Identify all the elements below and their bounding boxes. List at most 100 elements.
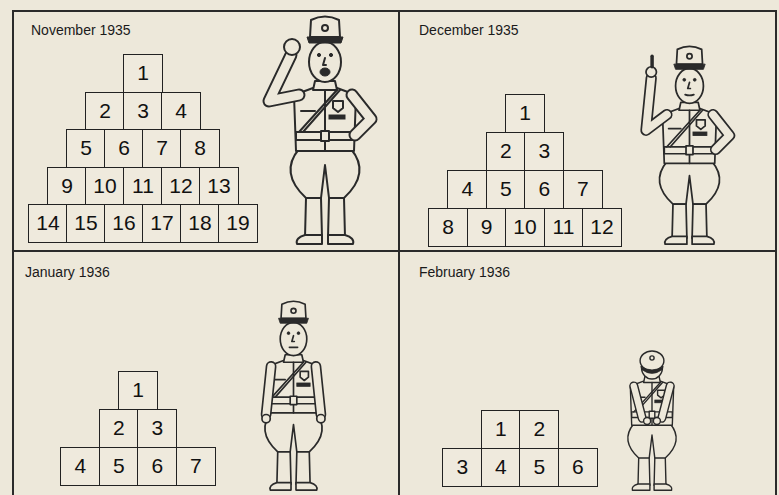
pyramid-number: 3 <box>443 449 481 486</box>
pyramid-number: 4 <box>482 449 520 486</box>
pyramid-number: 4 <box>61 448 99 485</box>
number-box: 4 <box>60 447 100 487</box>
pyramid-number: 3 <box>525 133 563 170</box>
pyramid-number: 12 <box>583 209 621 246</box>
number-box: 16 <box>104 204 144 243</box>
pyramid-number: 5 <box>520 449 558 486</box>
number-box: 13 <box>199 167 239 206</box>
month-panel: February 1936 12 3456 <box>398 250 777 495</box>
pyramid-number: 18 <box>181 205 219 241</box>
number-box: 2 <box>519 410 559 450</box>
pyramid-number: 6 <box>559 449 597 486</box>
number-box: 14 <box>28 204 68 243</box>
number-box: 4 <box>161 92 201 131</box>
pyramid-number: 7 <box>564 171 602 208</box>
pyramid-number: 11 <box>545 209 583 246</box>
pyramid-number: 9 <box>48 168 86 204</box>
pyramid-number: 11 <box>124 168 162 204</box>
number-box: 11 <box>544 208 584 248</box>
pyramid-number: 10 <box>506 209 544 246</box>
number-box: 7 <box>176 447 216 487</box>
number-box: 18 <box>180 204 220 243</box>
number-box: 5 <box>99 447 139 487</box>
number-box: 11 <box>123 167 163 206</box>
number-box: 2 <box>85 92 125 131</box>
month-panel: December 1935123456789101112 <box>398 10 777 252</box>
pyramid-number: 15 <box>67 205 105 241</box>
pyramid-number: 4 <box>162 93 200 129</box>
pyramid-number: 9 <box>468 209 506 246</box>
pyramid-number: 16 <box>105 205 143 241</box>
number-box: 7 <box>142 129 182 168</box>
number-box: 15 <box>66 204 106 243</box>
pyramid-number: 12 <box>162 168 200 204</box>
number-box: 9 <box>467 208 507 248</box>
pyramid-number: 5 <box>487 171 525 208</box>
number-box: 6 <box>524 170 564 210</box>
number-box: 19 <box>218 204 258 243</box>
pyramid-number: 1 <box>124 55 162 91</box>
shouting-soldier <box>269 17 371 245</box>
number-box: 6 <box>558 448 598 488</box>
pyramid-number: 6 <box>525 171 563 208</box>
number-box: 6 <box>137 447 177 487</box>
number-box: 7 <box>563 170 603 210</box>
bowing-soldier <box>628 351 676 490</box>
lecturing-soldier <box>646 46 730 244</box>
number-box: 5 <box>486 170 526 210</box>
number-box: 10 <box>85 167 125 206</box>
number-box: 5 <box>519 448 559 488</box>
pyramid-number: 14 <box>29 205 67 241</box>
month-heading: November 1935 <box>31 22 131 38</box>
month-panel: November 1935123456789101112131415161718… <box>12 10 400 252</box>
standing-soldier <box>262 301 325 490</box>
pyramid-number: 2 <box>487 133 525 170</box>
pyramid-number: 1 <box>119 372 157 409</box>
number-box: 17 <box>142 204 182 243</box>
pyramid-number: 1 <box>482 411 520 448</box>
number-box: 6 <box>104 129 144 168</box>
pyramid-number: 10 <box>86 168 124 204</box>
pyramid-number: 2 <box>86 93 124 129</box>
number-box: 4 <box>447 170 487 210</box>
number-box: 8 <box>428 208 468 248</box>
number-box: 1 <box>481 410 521 450</box>
number-box: 2 <box>486 132 526 172</box>
pyramid-number: 17 <box>143 205 181 241</box>
month-panel: January 1936 123 4567 <box>12 250 400 495</box>
number-box: 10 <box>505 208 545 248</box>
number-box: 2 <box>99 409 139 449</box>
pyramid-number: 5 <box>100 448 138 485</box>
number-box: 1 <box>505 94 545 134</box>
number-box: 3 <box>137 409 177 449</box>
pyramid-number: 4 <box>448 171 486 208</box>
pyramid-number: 8 <box>429 209 467 246</box>
pyramid-number: 7 <box>143 130 181 166</box>
number-box: 8 <box>180 129 220 168</box>
month-heading: February 1936 <box>419 264 510 280</box>
number-box: 12 <box>582 208 622 248</box>
pyramid-number: 6 <box>105 130 143 166</box>
pyramid-number: 13 <box>200 168 238 204</box>
number-box: 3 <box>524 132 564 172</box>
pyramid-number: 5 <box>67 130 105 166</box>
number-box: 5 <box>66 129 106 168</box>
number-box: 1 <box>123 54 163 93</box>
pyramid-number: 1 <box>506 95 544 132</box>
month-heading: December 1935 <box>419 22 519 38</box>
pyramid-number: 2 <box>520 411 558 448</box>
number-box: 12 <box>161 167 201 206</box>
pyramid-number: 3 <box>124 93 162 129</box>
pyramid-number: 2 <box>100 410 138 447</box>
number-box: 4 <box>481 448 521 488</box>
number-box: 1 <box>118 371 158 411</box>
pyramid-number: 6 <box>138 448 176 485</box>
number-box: 3 <box>123 92 163 131</box>
pyramid-number: 3 <box>138 410 176 447</box>
pyramid-number: 7 <box>177 448 215 485</box>
pyramid-number: 19 <box>219 205 257 241</box>
month-heading: January 1936 <box>25 264 110 280</box>
number-box: 3 <box>442 448 482 488</box>
pyramid-number: 8 <box>181 130 219 166</box>
